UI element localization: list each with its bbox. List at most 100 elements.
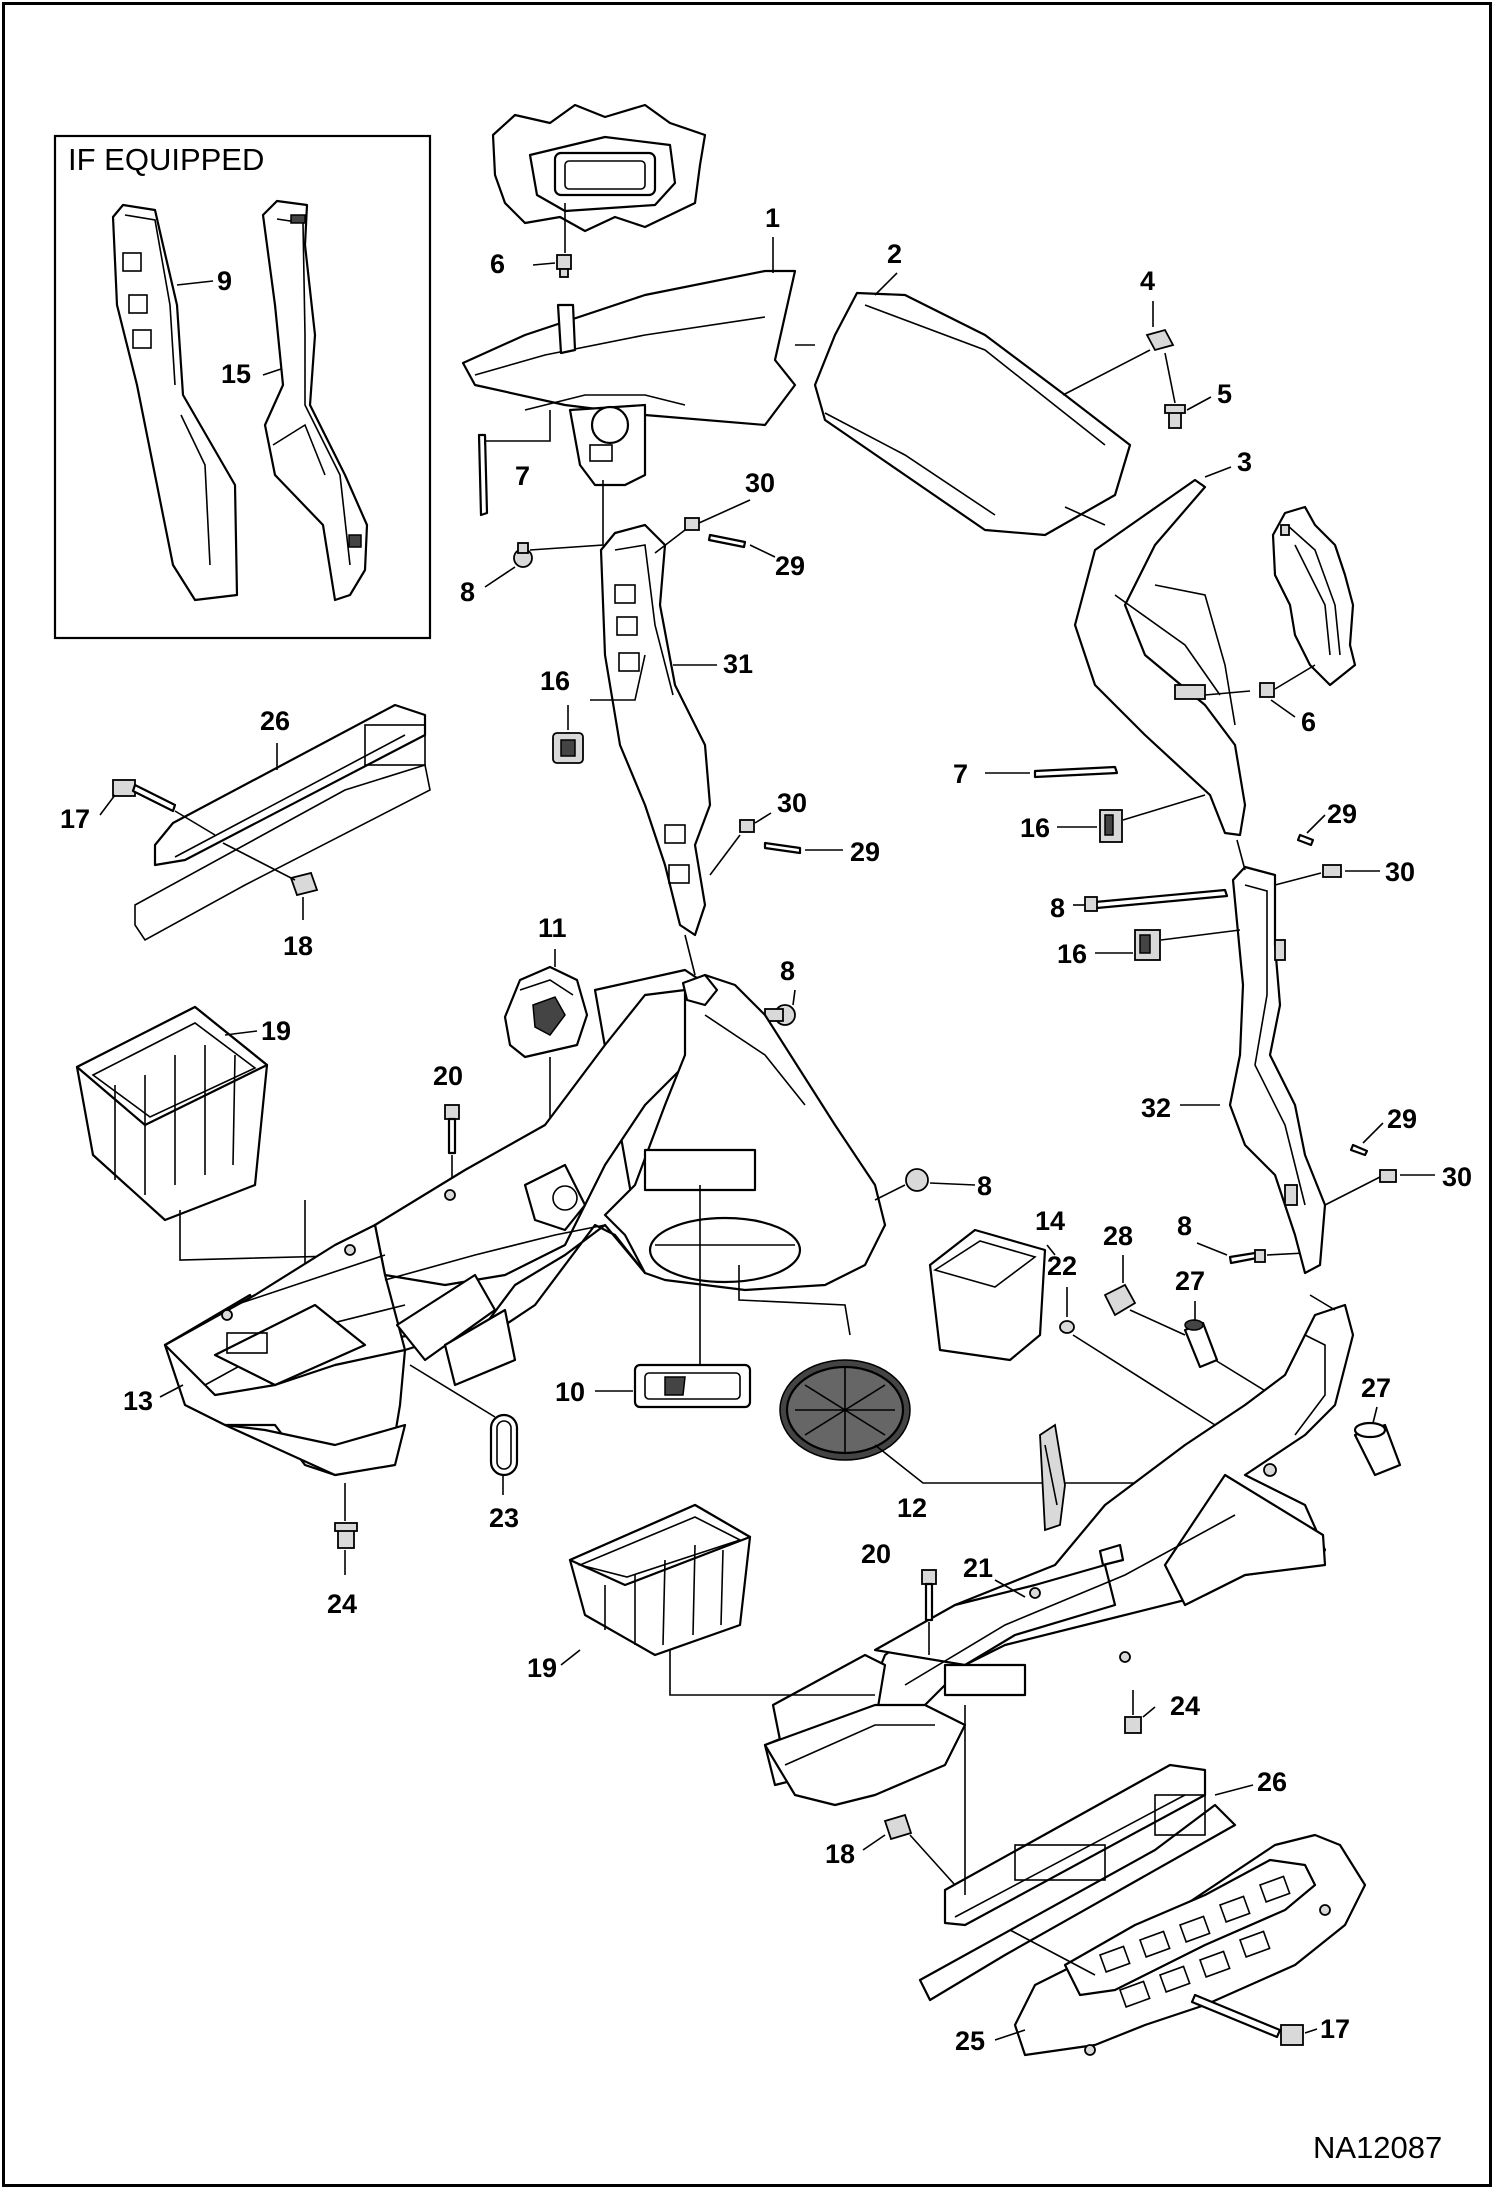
fastener-8-right-mid [1084,888,1229,912]
callout-28: 28 [1103,1221,1133,1251]
callout-30-right-upper: 30 [1385,857,1415,887]
callout-7-right: 7 [953,759,968,789]
fastener-8-center-right [905,1168,929,1192]
part-12-speaker-side [1039,1423,1066,1532]
part-31-center-post [599,523,712,937]
callout-6-top: 6 [490,249,505,279]
part-12-speaker-grill [779,1359,911,1461]
clip-30-right-lower [1379,1169,1397,1183]
screw-29-right-upper [1296,833,1315,847]
part-1-upper-trim [461,269,797,487]
callout-29-mid-center: 29 [850,837,880,867]
part-22-small-clip [1059,1320,1075,1334]
callout-10: 10 [555,1377,585,1407]
inset-title: IF EQUIPPED [68,142,264,177]
callout-19-left: 19 [261,1016,291,1046]
callout-8-center-right: 8 [977,1171,992,1201]
part-11-cover [503,965,589,1059]
callout-1: 1 [765,203,780,233]
callout-4: 4 [1140,266,1155,296]
callout-23: 23 [489,1503,519,1533]
callout-17-upper-left: 17 [60,804,90,834]
callout-26-right: 26 [1257,1767,1287,1797]
callout-32: 32 [1141,1093,1171,1123]
part-25-floor-mat [1013,1833,1367,2057]
part-15-post-trim [261,199,369,602]
callout-17-right: 17 [1320,2014,1350,2044]
callout-11: 11 [538,913,567,943]
clip-30-right-upper [1322,864,1342,878]
pin-7-left [477,433,489,517]
callout-12: 12 [897,1493,927,1523]
part-10-handle [633,1363,752,1409]
drawing-reference-number: NA12087 [1313,2130,1442,2165]
callout-25: 25 [955,2026,985,2056]
callout-13: 13 [123,1386,153,1416]
center-console [603,973,887,1292]
callout-26-upper-left: 26 [260,706,290,736]
callout-8-right-lower: 8 [1177,1211,1192,1241]
callout-19-right: 19 [527,1653,557,1683]
fastener-8-right-lower [1228,1249,1266,1265]
clip-16-right-lower [1134,929,1161,961]
callout-21: 21 [963,1553,993,1583]
callout-30-mid-center: 30 [777,788,807,818]
callout-30-upper-center: 30 [745,468,775,498]
screw-20-right [921,1569,937,1622]
part-27-socket-lower [1353,1421,1402,1477]
part-32-right-post [1228,865,1327,1275]
callout-6-right: 6 [1301,707,1316,737]
clip-24-left [334,1522,358,1549]
callout-7-left: 7 [515,461,530,491]
parts-diagram: IF EQUIPPED 9 15 [53,103,1472,2165]
part-9-post-trim [111,203,239,602]
callout-18-upper-left: 18 [283,931,313,961]
part-26-upper-left-plate [134,703,431,942]
part-23-seal [489,1413,519,1477]
clip-16-right-upper [1099,809,1123,843]
fastener-6-right [1259,682,1275,698]
nut-18-upper-left [289,871,319,897]
clip-24-right [1124,1716,1142,1734]
part-19-storage-bin-left [75,1005,269,1222]
callout-8-right-mid: 8 [1050,893,1065,923]
callout-5: 5 [1217,379,1232,409]
callout-31: 31 [723,649,753,679]
clip-4 [1145,328,1175,352]
callout-16-right-upper: 16 [1020,813,1050,843]
callout-16-right-lower: 16 [1057,939,1087,969]
screw-29-upper-center [707,533,747,549]
clip-30-upper-center [684,517,700,531]
callout-20-right: 20 [861,1539,891,1569]
screw-5 [1164,404,1186,429]
callout-29-right-upper: 29 [1327,799,1357,829]
part-26-right-plate [918,1763,1237,2002]
screw-20-left [444,1104,460,1155]
callout-27-upper: 27 [1175,1266,1205,1296]
clip-30-mid-center [739,819,755,833]
callout-29-upper-center: 29 [775,551,805,581]
clip-16-center [552,732,584,764]
callout-8-upper-left: 8 [460,577,475,607]
callout-14: 14 [1035,1206,1065,1236]
part-28-switch [1103,1283,1137,1317]
callout-22: 22 [1047,1251,1077,1281]
screw-29-right-lower [1349,1143,1369,1157]
callout-29-right-lower: 29 [1387,1104,1417,1134]
part-14-compartment [928,1228,1047,1362]
cutout-right [1271,505,1357,687]
nut-18-right [883,1813,913,1841]
part-21-right-floor-trim [763,1303,1355,1807]
callout-24-left: 24 [327,1589,357,1619]
callout-2: 2 [887,239,902,269]
fastener-8-mid-left [764,1004,796,1026]
bolt-17-right [1190,1993,1304,2046]
callout-18-right: 18 [825,1839,855,1869]
callout-24-right: 24 [1170,1691,1200,1721]
cutout-top [491,103,707,233]
pin-7-right [1033,765,1119,779]
fastener-6-top [556,254,572,278]
inset-if-equipped: IF EQUIPPED 9 15 [53,134,432,640]
part-3-right-upper-trim [1073,478,1247,837]
